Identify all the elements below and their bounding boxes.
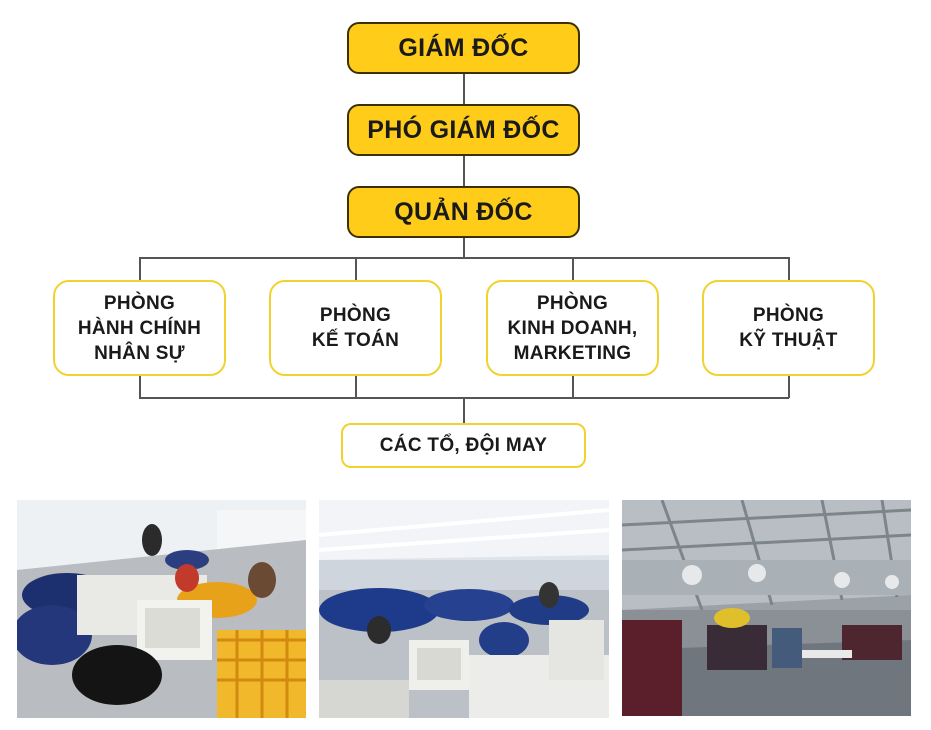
director-box: GIÁM ĐỐC (347, 22, 580, 74)
department-label: PHÒNG KỸ THUẬT (739, 305, 838, 351)
connector-line (463, 155, 465, 186)
connector-line (139, 257, 141, 281)
connector-line (355, 375, 357, 398)
sewing-teams-label: CÁC TỔ, ĐỘI MAY (379, 435, 548, 456)
connector-line (139, 375, 141, 398)
sewing-workshop-photo-2 (319, 500, 609, 718)
foreman-label: QUẢN ĐỐC (394, 197, 533, 226)
connector-line (463, 237, 465, 258)
department-box-sales-marketing: PHÒNG KINH DOANH, MARKETING (486, 280, 659, 376)
connector-line (788, 375, 790, 398)
connector-line (355, 257, 357, 281)
department-box-accounting: PHÒNG KẾ TOÁN (269, 280, 442, 376)
foreman-box: QUẢN ĐỐC (347, 186, 580, 238)
connector-line (463, 397, 465, 423)
sewing-workshop-photo-1 (17, 500, 306, 718)
department-label: PHÒNG KINH DOANH, MARKETING (507, 292, 638, 364)
department-label: PHÒNG HÀNH CHÍNH NHÂN SỰ (77, 292, 202, 364)
deputy-director-label: PHÓ GIÁM ĐỐC (367, 115, 560, 144)
connector-line (572, 257, 574, 281)
connector-line (788, 257, 790, 281)
sewing-teams-box: CÁC TỔ, ĐỘI MAY (341, 423, 586, 468)
factory-hall-photo (622, 500, 911, 716)
deputy-director-box: PHÓ GIÁM ĐỐC (347, 104, 580, 156)
department-label: PHÒNG KẾ TOÁN (311, 305, 400, 351)
department-box-hr: PHÒNG HÀNH CHÍNH NHÂN SỰ (53, 280, 226, 376)
connector-line (139, 257, 789, 259)
director-label: GIÁM ĐỐC (398, 33, 529, 62)
connector-line (572, 375, 574, 398)
department-box-technical: PHÒNG KỸ THUẬT (702, 280, 875, 376)
connector-line (463, 73, 465, 104)
